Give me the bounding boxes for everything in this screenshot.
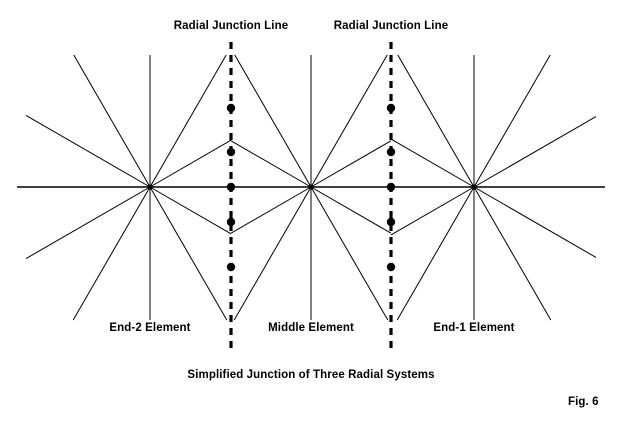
element-label-end-2: End-2 Element bbox=[109, 322, 191, 334]
radial-spoke bbox=[310, 186, 389, 321]
radial-spoke bbox=[25, 186, 151, 260]
junction-node-dot bbox=[386, 147, 396, 157]
junction-node-dots bbox=[147, 103, 477, 272]
element-label-middle: Middle Element bbox=[268, 322, 354, 334]
radial-spokes-group bbox=[25, 54, 597, 321]
radial-spoke bbox=[390, 186, 475, 236]
radial-spoke bbox=[473, 186, 552, 321]
radial-spoke bbox=[149, 139, 232, 188]
element-label-end-1: End-1 Element bbox=[433, 322, 515, 334]
radial-spoke bbox=[230, 186, 312, 234]
radial-spoke bbox=[390, 138, 475, 188]
junction-node-dot bbox=[226, 182, 236, 192]
radial-spoke bbox=[72, 186, 151, 321]
radial-spoke bbox=[310, 140, 392, 188]
junction-node-dot bbox=[226, 217, 236, 227]
junction-node-dot bbox=[386, 103, 396, 113]
junction-line-label-right: Radial Junction Line bbox=[333, 20, 449, 32]
radial-spoke bbox=[234, 54, 312, 188]
hub-center bbox=[308, 184, 314, 190]
junction-node-dot bbox=[386, 217, 396, 227]
figure-caption: Simplified Junction of Three Radial Syst… bbox=[187, 369, 435, 381]
junction-node-dot bbox=[226, 147, 236, 157]
radial-spoke bbox=[149, 186, 232, 235]
radial-spoke bbox=[473, 116, 597, 188]
junction-node-dot bbox=[226, 262, 236, 272]
radial-spoke bbox=[230, 140, 312, 188]
junction-line-label-left: Radial Junction Line bbox=[173, 20, 289, 32]
figure-number-label: Fig. 6 bbox=[568, 396, 599, 408]
hub-center bbox=[471, 184, 477, 190]
radial-spoke bbox=[310, 186, 392, 234]
radial-spoke bbox=[233, 186, 312, 321]
radial-spoke bbox=[473, 186, 597, 258]
radial-spoke bbox=[149, 54, 227, 188]
junction-node-dot bbox=[386, 262, 396, 272]
radial-spoke bbox=[149, 186, 228, 321]
junction-node-dot bbox=[226, 103, 236, 113]
radial-spoke bbox=[73, 54, 151, 188]
radial-spoke bbox=[310, 54, 388, 188]
junction-node-dot bbox=[386, 182, 396, 192]
radial-spoke bbox=[397, 54, 475, 188]
radial-spoke bbox=[396, 186, 475, 321]
radial-spoke bbox=[473, 54, 551, 188]
radial-spoke bbox=[25, 114, 151, 188]
hub-center bbox=[147, 184, 153, 190]
